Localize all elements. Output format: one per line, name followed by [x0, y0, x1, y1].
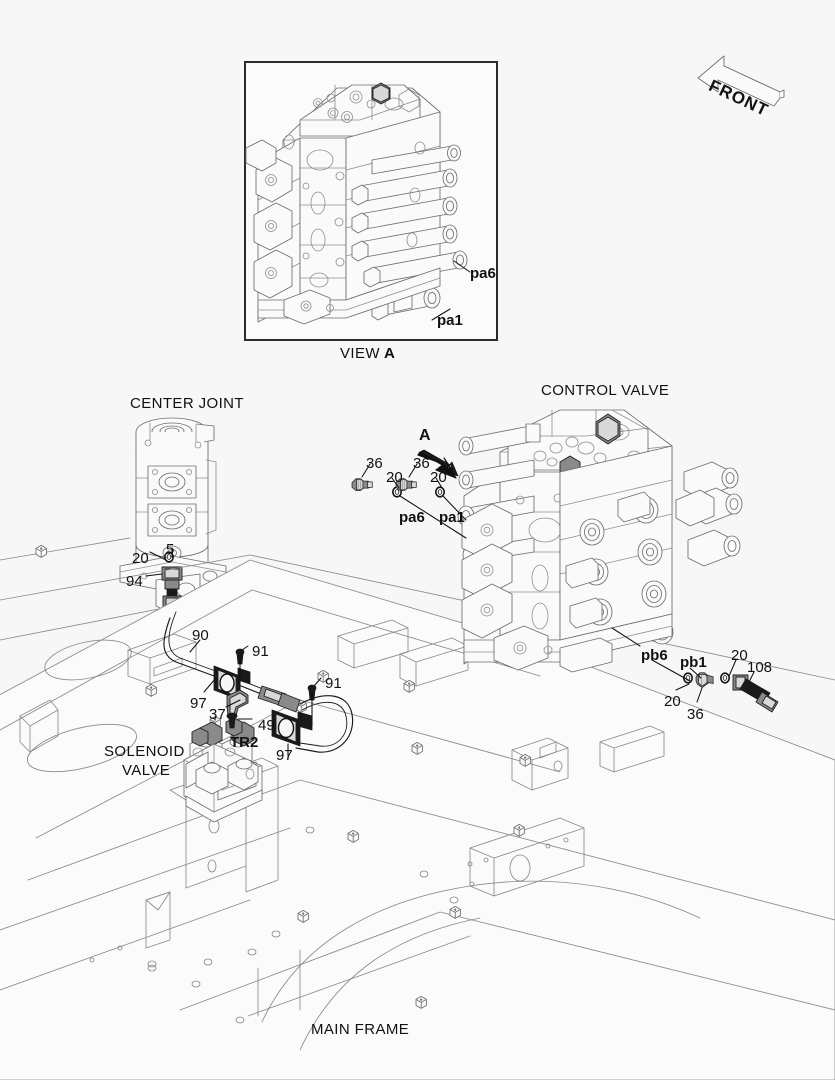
leader-pa6: [453, 260, 471, 273]
part-callout-5: 5: [166, 541, 175, 558]
part-callout-91: 91: [252, 643, 269, 660]
view-a-control-valve-illustration: [245, 82, 471, 325]
part-callout-20: 20: [132, 550, 149, 567]
part-callout-20: 20: [664, 693, 681, 710]
part-callout-20: 20: [386, 469, 403, 486]
hose-clamp-97-left: [213, 665, 251, 701]
pb-ports: [565, 491, 674, 645]
section-marker-a: A: [419, 427, 431, 444]
front-direction-arrow: [697, 55, 785, 107]
heading-solenoid-valve-line2: VALVE: [122, 762, 171, 779]
part-callout-97: 97: [276, 747, 293, 764]
inset-port-label-pa1: pa1: [437, 312, 463, 329]
assembly-line-pa6: [399, 495, 467, 539]
bolt-49: [226, 712, 238, 729]
leader-pb6: [611, 627, 641, 647]
port-label-pa6: pa6: [399, 509, 425, 526]
spool-rod: [351, 168, 458, 206]
part-callout-36: 36: [687, 706, 704, 723]
part-callout-97: 97: [190, 695, 207, 712]
part-callout-94: 94: [126, 573, 143, 590]
view-a-caption-prefix: VIEW: [340, 345, 380, 362]
misc-leaders: [145, 547, 173, 577]
port-label-TR2: TR2: [230, 734, 259, 751]
hose-end-108: [732, 674, 779, 713]
part-callout-90: 90: [192, 627, 209, 644]
right-outlet-cluster: [675, 461, 743, 567]
view-a-caption-letter: A: [384, 345, 396, 362]
assembly-line-pa1: [442, 495, 467, 521]
heading-center-joint: CENTER JOINT: [130, 395, 244, 412]
part-callout-108: 108: [747, 659, 773, 676]
pa-fitting-group: [351, 463, 467, 539]
part-callout-49: 49: [258, 717, 275, 734]
inset-port-label-pa6: pa6: [470, 265, 496, 282]
elbow-fitting-36-pb: [695, 672, 714, 688]
heading-main-frame: MAIN FRAME: [311, 1021, 410, 1038]
part-callout-36: 36: [413, 455, 430, 472]
spool-rod: [351, 196, 458, 234]
control-valve-illustration: [457, 409, 743, 673]
leader-pa1: [431, 308, 451, 321]
section-arrow-a: [417, 449, 459, 479]
hose-assembly: [163, 611, 354, 757]
hose-clamp-97-right: [271, 709, 313, 747]
part-callout-20: 20: [731, 647, 748, 664]
part-callout-20: 20: [430, 469, 447, 486]
spool-rod: [363, 250, 468, 288]
port-label-pa1: pa1: [439, 509, 465, 526]
heading-control-valve: CONTROL VALVE: [541, 382, 670, 399]
heading-solenoid-valve-line1: SOLENOID: [104, 743, 185, 760]
port-label-pb1: pb1: [680, 654, 707, 671]
port-label-pb6: pb6: [641, 647, 668, 664]
part-callout-91: 91: [325, 675, 342, 692]
spool-rod: [351, 224, 458, 262]
pb-fitting-group: [611, 627, 779, 713]
solenoid-valve-illustration: [183, 689, 263, 823]
hose-coupling: [257, 685, 301, 713]
part-callout-36: 36: [366, 455, 383, 472]
main-frame-illustration: [0, 537, 835, 1080]
part-callout-37: 37: [209, 706, 226, 723]
spool-rod: [371, 144, 461, 175]
